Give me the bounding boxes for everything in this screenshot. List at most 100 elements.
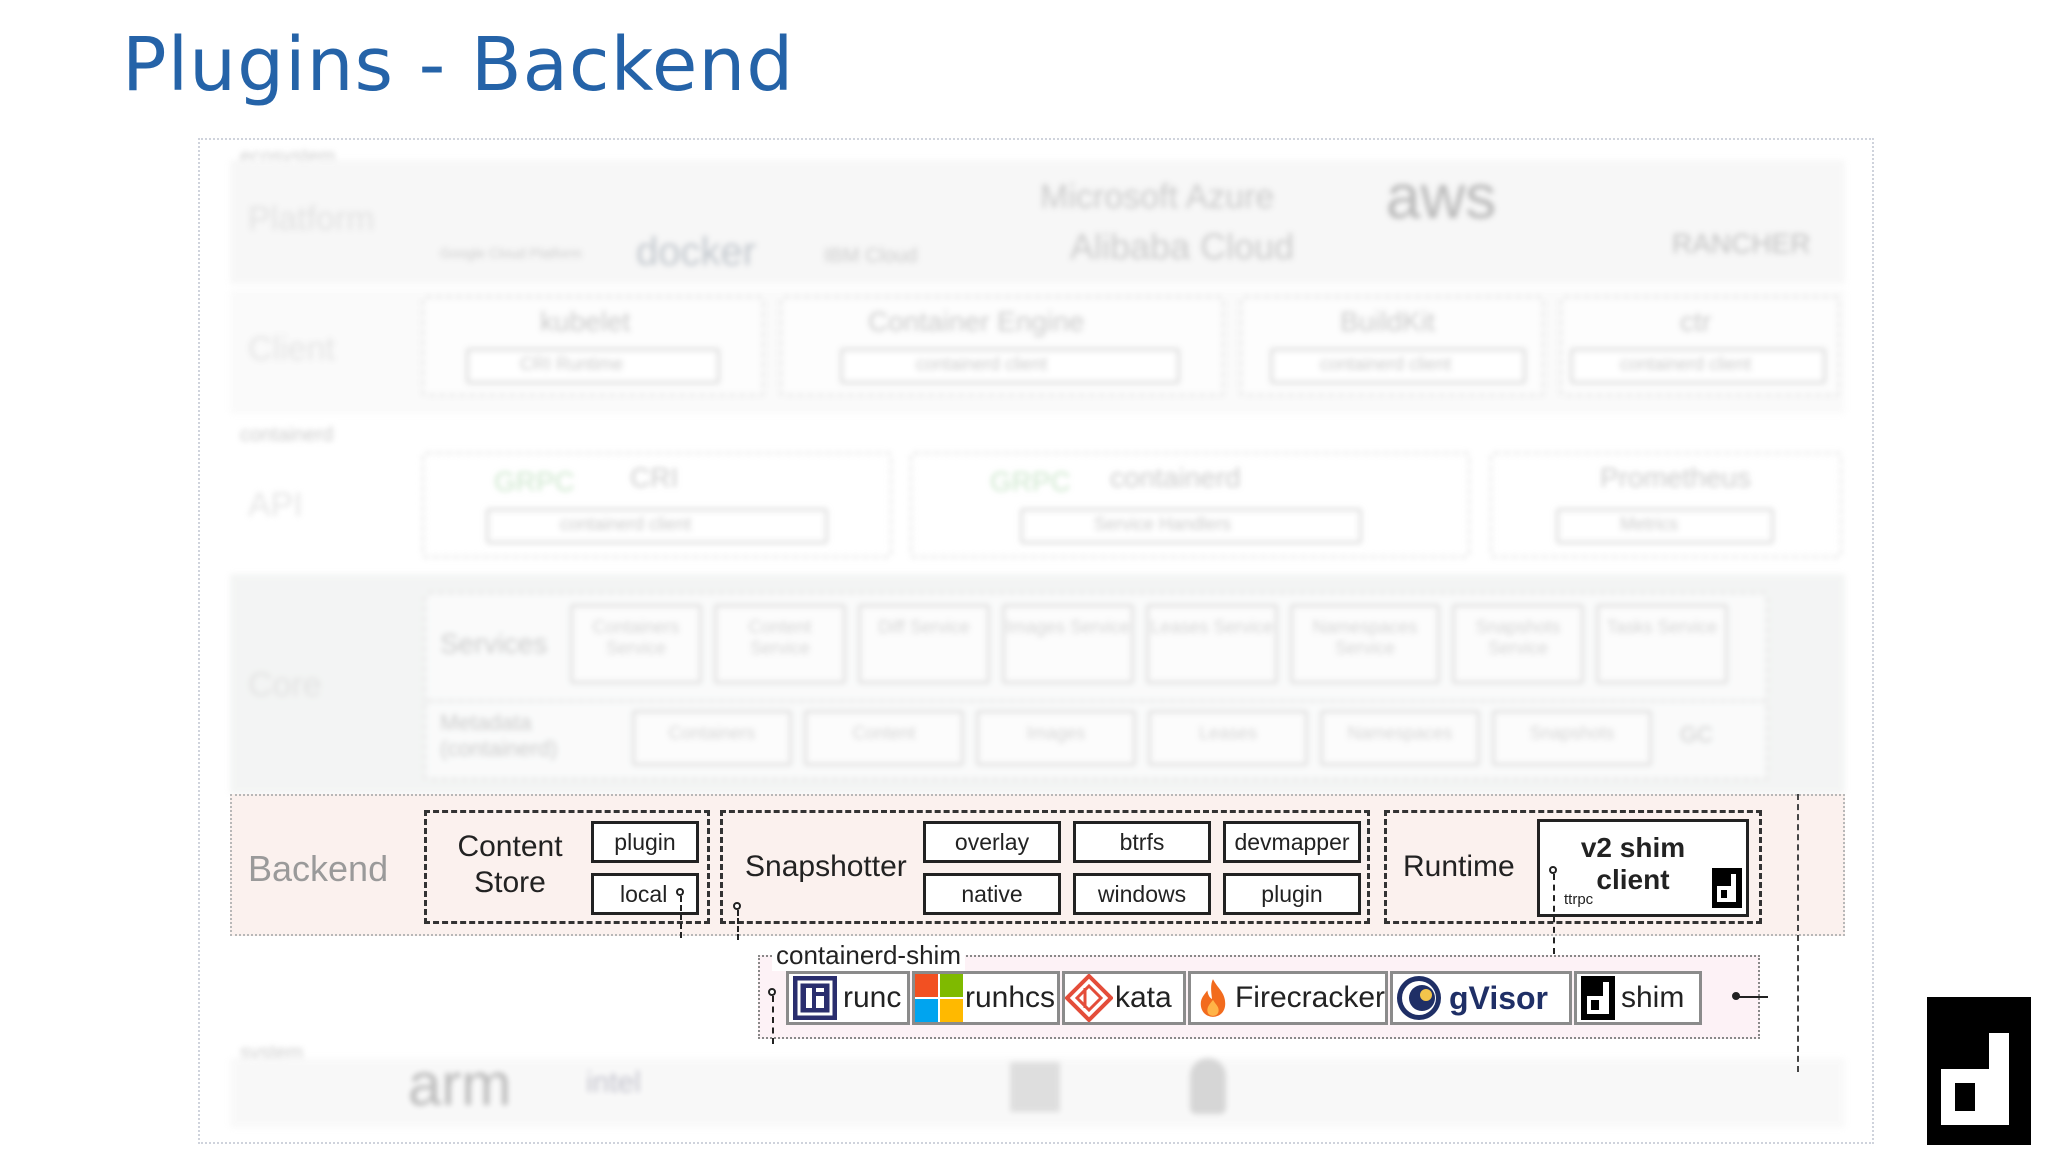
flame-icon	[1200, 979, 1226, 1017]
api-cri-tag: GRPC	[494, 466, 575, 497]
service-box: Content Service	[714, 604, 846, 684]
api-prometheus-name: Prometheus	[1600, 462, 1751, 493]
runtime-runhcs-label: runhcs	[965, 981, 1056, 1014]
content-store-plugin: plugin	[591, 821, 699, 863]
runtime-kata: kata	[1062, 971, 1186, 1025]
d-logo-stem	[1989, 1033, 2009, 1125]
runtime-runc: runc	[786, 971, 910, 1025]
connector-node	[1549, 866, 1557, 874]
system-logo-intel: intel	[586, 1066, 642, 1099]
metadata-box: Namespaces	[1320, 710, 1480, 766]
connector-line	[737, 910, 739, 940]
client-kubelet-inner-label: CRI Runtime	[520, 354, 624, 374]
client-buildkit-inner	[1270, 348, 1526, 384]
platform-band	[230, 160, 1845, 284]
service-box: Tasks Service	[1596, 604, 1728, 684]
snapshotter-native: native	[923, 873, 1061, 915]
runtime-kata-label: kata	[1115, 981, 1172, 1014]
row-core: Core	[248, 666, 322, 704]
api-containerd-inner	[1020, 508, 1362, 544]
platform-logo-rancher: RANCHER	[1672, 228, 1811, 259]
api-prometheus-inner	[1556, 508, 1774, 544]
service-box: Images Service	[1002, 604, 1134, 684]
runtime-label: Runtime	[1403, 850, 1515, 883]
platform-logo-azure: Microsoft Azure	[1040, 178, 1275, 216]
client-buildkit-inner-label: containerd client	[1320, 354, 1452, 374]
d-logo-counter	[1955, 1083, 1975, 1111]
row-api: API	[248, 486, 303, 524]
v2-shim-client-line1: v2 shim	[1580, 832, 1686, 863]
platform-logo-alibaba: Alibaba Cloud	[1070, 226, 1295, 267]
api-cri-inner-label: containerd client	[560, 514, 692, 534]
runtime-shim-label: shim	[1621, 981, 1685, 1014]
platform-logo-aws: aws	[1386, 163, 1497, 232]
client-buildkit-name: BuildKit	[1340, 306, 1435, 337]
gvisor-icon	[1397, 976, 1441, 1020]
runtime-gvisor-label: gVisor	[1449, 979, 1548, 1016]
connector-line	[680, 896, 682, 938]
runtime-shim: shim	[1574, 971, 1702, 1025]
architecture-frame	[198, 138, 1874, 1144]
content-store-label: Content Store	[449, 829, 571, 901]
backend-label: Backend	[248, 848, 389, 889]
api-cri-inner	[486, 508, 828, 544]
snapshotter-btrfs: btrfs	[1073, 821, 1211, 863]
section-containerd: containerd	[240, 424, 334, 446]
v2-shim-client: v2 shim client ttrpc	[1537, 819, 1749, 917]
client-container-engine-name: Container Engine	[868, 306, 1085, 337]
metadata-box: Content	[804, 710, 964, 766]
d-icon	[1712, 868, 1742, 908]
service-box: Namespaces Service	[1290, 604, 1440, 684]
kata-icon	[1065, 974, 1113, 1022]
content-store-group: Content Store plugin local	[424, 810, 710, 924]
client-container-engine-inner-label: containerd client	[916, 354, 1048, 374]
core-services-label: Services	[440, 628, 548, 659]
snapshotter-group: Snapshotter overlay btrfs devmapper nati…	[720, 810, 1370, 924]
api-containerd-name: containerd	[1110, 462, 1241, 493]
api-cri-name: CRI	[630, 462, 679, 493]
connector-line	[1553, 874, 1555, 954]
metadata-box: Images	[976, 710, 1136, 766]
v2-shim-client-line2: client	[1596, 864, 1670, 895]
runtime-runhcs: runhcs	[912, 971, 1060, 1025]
ttrpc-label: ttrpc	[1564, 891, 1594, 908]
runtime-gvisor: gVisor	[1390, 971, 1572, 1025]
linux-penguin-icon	[1190, 1058, 1226, 1114]
containerd-shim-label: containerd-shim	[772, 940, 965, 971]
d-logo-icon	[1927, 997, 2031, 1145]
client-ctr-name: ctr	[1680, 306, 1712, 337]
core-metadata-label: Metadata (containerd)	[440, 710, 558, 761]
row-client: Client	[248, 330, 335, 368]
connector-line	[772, 996, 774, 1044]
connector-node	[676, 888, 684, 896]
runtime-firecracker: Firecracker	[1188, 971, 1388, 1025]
api-containerd-inner-label: Service Handlers	[1094, 514, 1232, 534]
client-container-engine-inner	[840, 348, 1180, 384]
connector-line	[1738, 996, 1768, 998]
snapshotter-devmapper: devmapper	[1223, 821, 1361, 863]
core-gc: GC	[1680, 722, 1713, 747]
row-platform: Platform	[248, 200, 375, 238]
client-ctr-inner	[1570, 348, 1826, 384]
windows-logo-icon	[1010, 1062, 1060, 1112]
client-ctr-inner-label: containerd client	[1620, 354, 1752, 374]
snapshotter-overlay: overlay	[923, 821, 1061, 863]
connector-node	[1732, 992, 1740, 1000]
metadata-box: Snapshots	[1492, 710, 1652, 766]
service-box: Diff Service	[858, 604, 990, 684]
runtime-group: Runtime v2 shim client ttrpc	[1384, 810, 1762, 924]
service-box: Containers Service	[570, 604, 702, 684]
connector-node	[768, 988, 776, 996]
platform-logo-gcp: Google Cloud Platform	[440, 245, 582, 261]
d-icon	[1581, 976, 1615, 1020]
api-prometheus-inner-label: Metrics	[1620, 514, 1678, 534]
platform-logo-docker: docker	[636, 230, 757, 274]
snapshotter-label: Snapshotter	[745, 850, 907, 883]
client-kubelet-name: kubelet	[540, 306, 631, 337]
platform-logo-ibm: IBM Cloud	[824, 245, 918, 267]
snapshotter-windows: windows	[1073, 873, 1211, 915]
system-logo-arm: arm	[408, 1051, 512, 1118]
windows-icon	[915, 974, 963, 1022]
runtime-firecracker-label: Firecracker	[1234, 981, 1385, 1014]
